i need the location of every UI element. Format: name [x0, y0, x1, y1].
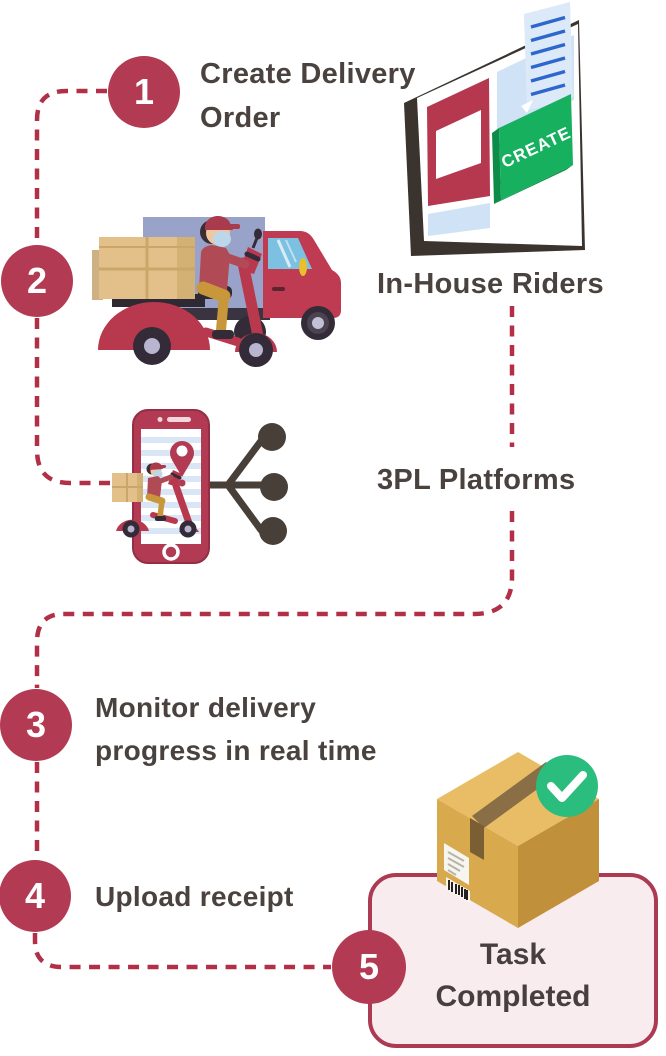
map-pin-icon — [170, 441, 194, 487]
path-step2-to-3pl — [34, 318, 111, 486]
dispatch-phone-illustration — [105, 400, 305, 575]
delivered-package-illustration — [430, 743, 666, 935]
route-label-3pl-platforms: 3PL Platforms — [377, 464, 576, 496]
path-step1-to-step2 — [34, 88, 107, 244]
delivery-scooter-rider — [92, 215, 277, 367]
task-completed-title: Task Completed — [435, 937, 591, 1013]
step-label-monitor-delivery: Monitor delivery progress in real time — [95, 692, 377, 766]
delivery-vehicles-illustration — [88, 198, 355, 368]
network-branch-icon — [199, 423, 288, 545]
path-step4-to-step5 — [32, 933, 331, 970]
rider-figure — [196, 215, 250, 339]
create-order-screen-illustration: CREATE — [398, 0, 666, 265]
step-circle-5: 5 — [332, 930, 406, 1004]
phone-body — [132, 409, 210, 564]
step-circle-4: 4 — [0, 860, 71, 932]
home-button-icon — [162, 543, 180, 561]
step-label-create-delivery-order: Create Delivery Order — [200, 58, 416, 134]
create-button: CREATE — [492, 94, 574, 204]
route-label-in-house-riders: In-House Riders — [377, 268, 604, 300]
success-check-icon — [536, 755, 598, 817]
step-circle-2: 2 — [1, 245, 73, 317]
step-circle-1: 1 — [108, 56, 180, 128]
path-3pl-to-step3 — [34, 511, 515, 688]
mini-rider-on-screen — [112, 462, 199, 538]
step-circle-3: 3 — [0, 689, 72, 761]
step-label-upload-receipt: Upload receipt — [95, 881, 294, 912]
order-document-icon — [521, 2, 573, 113]
